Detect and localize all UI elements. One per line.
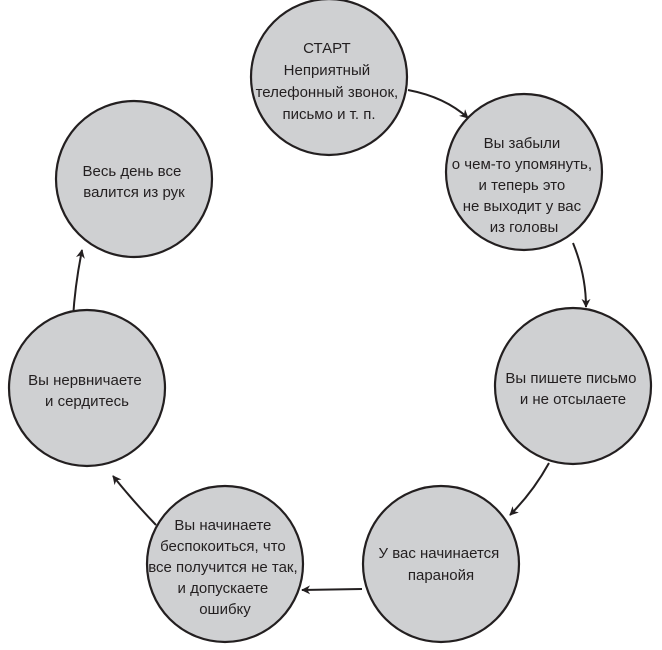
node-worry-line-5: ошибку: [199, 601, 251, 618]
arrow-letter-to-paranoia: [509, 462, 550, 516]
node-worry-line-2: беспокоиться, что: [160, 538, 286, 555]
node-day-circle: [54, 99, 214, 259]
node-day-line-2: валится из рук: [83, 184, 185, 201]
node-forgot-line-2: о чем-то упомянуть,: [452, 156, 592, 173]
node-nervous-line-2: и сердитесь: [45, 393, 129, 410]
node-forgot-label: Вы забыли о чем-то упомянуть, и теперь э…: [452, 135, 596, 236]
node-forgot-line-4: не выходит у вас: [463, 198, 582, 215]
arrow-start-to-forgot: [407, 89, 469, 119]
node-forgot-circle: [444, 92, 604, 252]
node-worry: Вы начинаете беспокоиться, что все получ…: [145, 484, 305, 644]
node-forgot-line-1: Вы забыли: [484, 135, 561, 152]
node-worry-label: Вы начинаете беспокоиться, что все получ…: [148, 517, 302, 618]
node-nervous: Вы нервничаете и сердитесь: [7, 308, 167, 468]
node-start-line-1: СТАРТ: [303, 40, 351, 57]
node-forgot: Вы забыли о чем-то упомянуть, и теперь э…: [444, 92, 604, 252]
node-paranoia-circle: [361, 484, 521, 644]
node-letter-label: Вы пишете письмо и не отсылаете: [505, 370, 640, 408]
node-worry-circle: [145, 484, 305, 644]
node-start-line-4: письмо и т. п.: [282, 106, 375, 123]
node-paranoia-line-2: паранойя: [408, 567, 474, 584]
node-worry-line-1: Вы начинаете: [174, 517, 271, 534]
node-day-label: Весь день все валится из рук: [82, 163, 185, 201]
node-letter: Вы пишете письмо и не отсылаете: [493, 306, 653, 466]
node-letter-circle: [493, 306, 653, 466]
node-start-line-2: Неприятный: [284, 62, 370, 79]
node-letter-line-1: Вы пишете письмо: [505, 370, 636, 387]
node-start-line-3: телефонный звонок,: [256, 84, 399, 101]
node-nervous-line-1: Вы нервничаете: [28, 372, 142, 389]
node-day: Весь день все валится из рук: [54, 99, 214, 259]
node-letter-line-2: и не отсылаете: [520, 391, 626, 408]
arrow-nervous-to-day: [72, 249, 85, 319]
arrow-worry-to-nervous: [112, 475, 157, 526]
node-nervous-label: Вы нервничаете и сердитесь: [28, 372, 146, 410]
node-forgot-line-3: и теперь это: [479, 177, 566, 194]
node-paranoia-label: У вас начинается паранойя: [379, 545, 504, 584]
node-worry-line-4: и допускаете: [178, 580, 269, 597]
node-start: СТАРТ Неприятный телефонный звонок, пись…: [249, 0, 409, 157]
node-paranoia: У вас начинается паранойя: [361, 484, 521, 644]
node-day-line-1: Весь день все: [82, 163, 181, 180]
arrow-paranoia-to-worry: [301, 585, 363, 595]
node-paranoia-line-1: У вас начинается: [379, 545, 500, 562]
node-start-circle: [249, 0, 409, 157]
node-forgot-line-5: из головы: [490, 219, 559, 236]
node-start-label: СТАРТ Неприятный телефонный звонок, пись…: [256, 40, 403, 123]
arrow-forgot-to-letter: [572, 242, 591, 308]
node-nervous-circle: [7, 308, 167, 468]
node-worry-line-3: все получится не так,: [148, 559, 297, 576]
